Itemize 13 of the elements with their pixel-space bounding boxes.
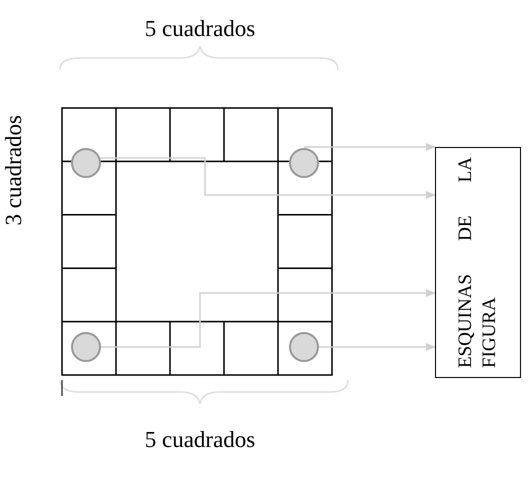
corner-circle: [71, 148, 101, 178]
arrow: [101, 289, 436, 348]
arrow: [304, 143, 436, 151]
arrow: [100, 157, 436, 199]
corner-circle: [289, 148, 319, 178]
box-text: ESQUINAS DE LA FIGURA: [454, 157, 501, 368]
arrow: [319, 343, 436, 351]
dimension-label: 3 cuadrados: [1, 115, 27, 226]
dimension-label: 5 cuadrados: [144, 427, 256, 453]
corner-circle: [289, 332, 319, 362]
label-box: [435, 147, 521, 378]
corner-circle: [71, 332, 101, 362]
dimension-label: 5 cuadrados: [144, 16, 256, 42]
